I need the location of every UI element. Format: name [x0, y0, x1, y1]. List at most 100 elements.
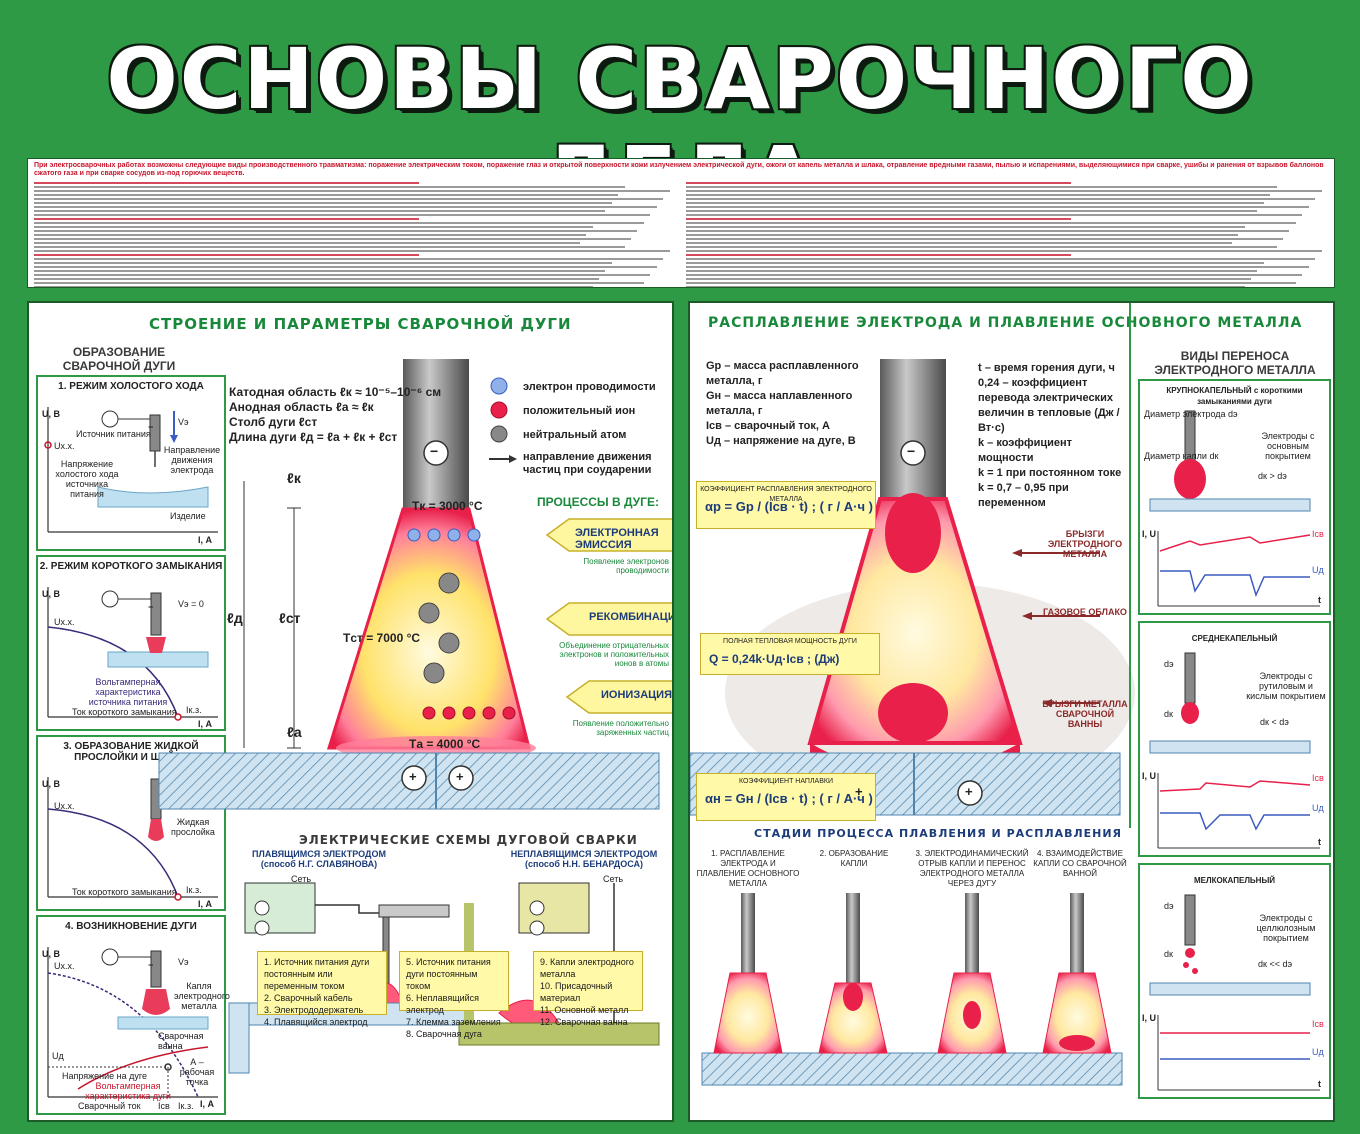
fine-print-line — [686, 242, 1232, 244]
fine-print-line — [34, 274, 651, 276]
transfer-note: Электроды с основным покрытием — [1261, 431, 1315, 461]
uxx-label: Uх.х. — [54, 801, 75, 811]
pool-label: Сварочная ванна — [158, 1031, 204, 1051]
fine-print-line — [686, 286, 1245, 287]
mode-diagram — [44, 407, 218, 533]
mode-box-idle: 1. РЕЖИМ ХОЛОСТОГО ХОДА U, В I, А Uх.х. … — [36, 375, 226, 551]
short-current-label: Ток короткого замыкания — [72, 887, 177, 897]
mass-definitions: Gр – масса расплавленного металла, г Gн … — [706, 359, 876, 449]
direction-label: Направление движения электрода — [163, 445, 221, 475]
transfer-icb: Iсв — [1312, 1019, 1324, 1029]
fine-print-line — [686, 258, 1316, 260]
process-emission: ЭЛЕКТРОННАЯ ЭМИССИЯ — [575, 527, 659, 551]
fine-print-line — [34, 182, 420, 184]
layer-label: Жидкая прослойка — [171, 817, 215, 837]
scheme2-item: 10. Присадочный материал — [540, 981, 613, 1003]
mode-box-arc-ignition: 4. ВОЗНИКНОВЕНИЕ ДУГИ U, В I, А Uд Uх.х.… — [36, 915, 230, 1115]
mode-title: 4. ВОЗНИКНОВЕНИЕ ДУГИ — [65, 921, 197, 932]
dim-lk: ℓк — [287, 470, 301, 486]
v-label: Vэ — [178, 417, 189, 427]
mode-box-short-circuit: 2. РЕЖИМ КОРОТКОГО ЗАМЫКАНИЯ U, В I, А U… — [36, 555, 226, 731]
fine-print-line — [34, 238, 632, 240]
transfer-title-large: КРУПНОКАПЕЛЬНЫЙ с короткими замыканиями … — [1166, 386, 1303, 406]
fine-print-line — [34, 234, 587, 236]
scheme2-item: 12. Сварочная ванна — [540, 1017, 628, 1027]
transfer-relation: dк > dэ — [1258, 471, 1287, 481]
temp-cathode: Tк = 3000 °С — [412, 499, 483, 513]
fine-print-line — [686, 210, 1258, 212]
transfer-ud: Uд — [1312, 1047, 1324, 1057]
ud-label: Uд — [52, 1051, 64, 1061]
arc-formation-title: ОБРАЗОВАНИЕ СВАРОЧНОЙ ДУГИ — [62, 345, 176, 373]
rod-minus-sign: − — [907, 443, 916, 459]
transfer-dk: Диаметр капли dк — [1144, 451, 1219, 461]
fine-print-line — [686, 222, 1296, 224]
transfer-icb: Iсв — [1312, 773, 1324, 783]
fine-print-line — [34, 262, 612, 264]
ikz-label: Iк.з. — [186, 705, 202, 715]
fine-print-line — [34, 266, 657, 268]
scheme1-net: Сеть — [291, 874, 312, 884]
transfer-t: t — [1318, 1079, 1321, 1089]
y-axis-label: U, В — [42, 949, 60, 959]
arc-voltage-label: Напряжение на дуге — [62, 1071, 148, 1081]
legend-ion: положительный ион — [523, 405, 636, 417]
def-icb: Iсв – сварочный ток, А — [706, 420, 830, 432]
transfer-relation: dк << dэ — [1258, 959, 1293, 969]
transfer-icb: Iсв — [1312, 529, 1324, 539]
transfer-de: dэ — [1164, 901, 1174, 911]
temp-column: Tст = 7000 °С — [343, 631, 421, 645]
scheme2-legend-a: 5. Источник питания дуги постоянным токо… — [399, 951, 509, 1039]
mode-title: 3. ОБРАЗОВАНИЕ ЖИДКОЙ ПРОСЛОЙКИ И ШЕЙКИ — [63, 741, 199, 763]
transfer-iu: I, U — [1142, 771, 1157, 781]
fine-print-line — [34, 214, 651, 216]
mode-title: 2. РЕЖИМ КОРОТКОГО ЗАМЫКАНИЯ — [39, 561, 223, 572]
transfer-iu: I, U — [1142, 1013, 1157, 1023]
ikz-label: Iк.з. — [186, 885, 202, 895]
fine-print-line — [34, 222, 644, 224]
param-cathode: Катодная область ℓк ≈ 10⁻⁵–10⁻⁶ см — [229, 385, 442, 399]
melt-coefficient-title: КОЭФФИЦИЕНТ РАСПЛАВЛЕНИЯ ЭЛЕКТРОДНОГО МЕ… — [700, 486, 872, 503]
fine-print-line — [686, 282, 1296, 284]
fine-print-line — [686, 262, 1264, 264]
y-axis-label: U, В — [42, 589, 60, 599]
melt-coefficient-formula: αр = Gр / (Iсв · t) ; ( г / А·ч ) — [705, 499, 873, 514]
dim-lst: ℓст — [279, 610, 301, 626]
fine-print-line — [34, 190, 670, 192]
schemes-title: ЭЛЕКТРИЧЕСКИЕ СХЕМЫ ДУГОВОЙ СВАРКИ — [299, 833, 638, 847]
fine-print-line — [686, 218, 1072, 220]
mode-diagram — [47, 947, 218, 1098]
arc-structure-panel: СТРОЕНИЕ И ПАРАМЕТРЫ СВАРОЧНОЙ ДУГИ ОБРА… — [27, 301, 674, 1122]
scheme2-item: 7. Клемма заземления — [406, 1017, 501, 1027]
base-plus-sign: + — [965, 784, 973, 799]
process-recombination-note: Объединение отрицательных электронов и п… — [559, 641, 669, 668]
scheme2-item: 11. Основной металл — [540, 1005, 629, 1015]
fine-print-line — [686, 198, 1316, 200]
base-plus-sign: + — [855, 784, 863, 799]
dim-ld: ℓд — [227, 610, 243, 626]
minus-sign: − — [148, 960, 154, 970]
working-point-label: А – рабочая точка — [179, 1057, 215, 1087]
transfer-relation: dк < dэ — [1260, 717, 1289, 727]
transfer-note: Электроды с целлюлозным покрытием — [1256, 913, 1316, 943]
stages-title: СТАДИИ ПРОЦЕССА ПЛАВЛЕНИЯ И РАСПЛАВЛЕНИЯ — [754, 827, 1123, 840]
particle-legend: электрон проводимости положительный ион … — [523, 375, 656, 447]
base-plus-sign: + — [456, 769, 464, 784]
scheme2-net: Сеть — [603, 874, 624, 884]
transfer-diagram — [1149, 894, 1320, 1091]
param-length: Длина дуги ℓд = ℓа + ℓк + ℓст — [229, 430, 398, 444]
fine-print-line — [686, 246, 1277, 248]
stage-1: 1. РАСПЛАВЛЕНИЕ ЭЛЕКТРОДА И ПЛАВЛЕНИЕ ОС… — [696, 849, 800, 888]
stage-3: 3. ЭЛЕКТРОДИНАМИЧЕСКИЙ ОТРЫВ КАПЛИ И ПЕР… — [915, 849, 1029, 888]
process-emission-note: Появление электронов проводимости — [583, 557, 669, 575]
scheme1-legend: 1. Источник питания дуги постоянным или … — [257, 951, 387, 1027]
fine-print-line — [34, 254, 420, 256]
scheme2-item: 5. Источник питания дуги постоянным токо… — [406, 957, 491, 991]
characteristic-label: Вольтамперная характеристика источника п… — [88, 677, 168, 707]
arc-parameters: Катодная область ℓк ≈ 10⁻⁵–10⁻⁶ см Анодн… — [229, 385, 441, 445]
scheme2-item: 6. Неплавящийся электрод — [406, 993, 480, 1015]
fine-print-line — [686, 206, 1309, 208]
fine-print-line — [34, 210, 606, 212]
def-ud: Uд – напряжение на дуге, В — [706, 435, 856, 447]
deposit-coefficient-box: КОЭФФИЦИЕНТ НАПЛАВКИ αн = Gн / (Iсв · t)… — [696, 773, 876, 821]
